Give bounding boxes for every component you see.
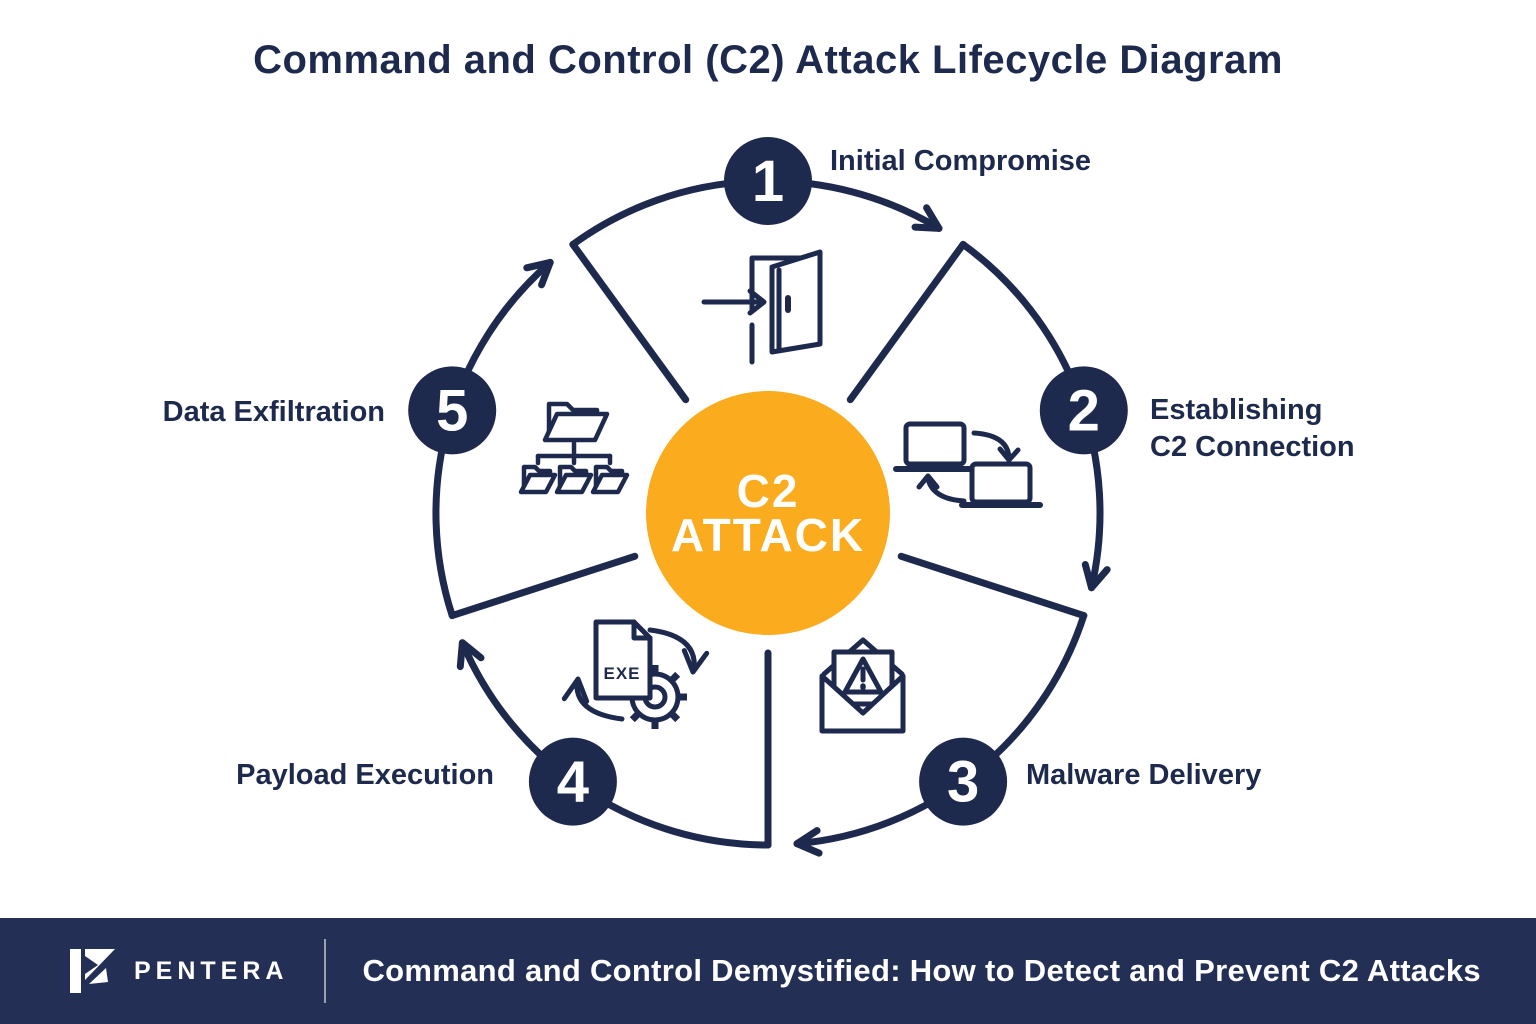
stage-label-2-line-1: Establishing — [1150, 394, 1323, 426]
sector-dividers — [448, 240, 1088, 849]
arrow-stage-1 — [911, 204, 943, 232]
stage-label-5: Data Exfiltration — [162, 396, 385, 428]
divider — [897, 552, 1088, 620]
footer-divider — [324, 939, 327, 1003]
center-line-1: C2 — [737, 465, 800, 517]
exe-file-label: EXE — [603, 664, 640, 683]
small-folder — [590, 464, 630, 495]
arrow-stage-2 — [1081, 561, 1111, 592]
small-folder — [518, 464, 558, 495]
stage-badge-1: 1 — [724, 137, 812, 225]
divider — [846, 240, 967, 404]
stage-number-3: 3 — [947, 750, 979, 815]
stage-label-3: Malware Delivery — [1026, 759, 1262, 791]
stage-label-1: Initial Compromise — [830, 145, 1092, 177]
c2-attack-badge: C2 ATTACK — [646, 391, 890, 635]
stage-badge-3: 3 — [919, 737, 1008, 826]
arrow-stage-4 — [456, 639, 485, 671]
stage-number-5: 5 — [436, 378, 468, 443]
open-door-icon — [701, 249, 823, 365]
stage-badge-5: 5 — [408, 366, 497, 455]
center-line-2: ATTACK — [671, 509, 865, 561]
stage-label-4: Payload Execution — [236, 759, 494, 791]
stage-number-2: 2 — [1068, 378, 1100, 443]
stage-number-4: 4 — [557, 750, 589, 815]
exe-gear-icon: EXE — [561, 619, 710, 729]
malware-email-icon — [819, 637, 906, 734]
footer-bar: PENTERA Command and Control Demystified:… — [0, 918, 1536, 1024]
divider — [448, 552, 639, 620]
stage-badge-2: 2 — [1039, 366, 1128, 455]
divider — [569, 240, 690, 404]
stage-number-1: 1 — [752, 149, 784, 214]
laptop-exchange-icon — [893, 421, 1043, 508]
arrow-stage-3 — [793, 827, 823, 857]
page-title: Command and Control (C2) Attack Lifecycl… — [253, 38, 1283, 82]
lifecycle-wheel: EXE 1 2 3 — [408, 137, 1128, 857]
brand-name: PENTERA — [134, 956, 289, 985]
small-folder — [554, 464, 594, 495]
footer-headline: Command and Control Demystified: How to … — [362, 953, 1481, 988]
arrow-stage-5 — [523, 258, 554, 289]
stage-badge-4: 4 — [528, 737, 617, 826]
folder-tree-icon — [518, 401, 630, 495]
stage-label-2: Establishing C2 Connection — [1150, 392, 1355, 466]
stage-label-2-line-2: C2 Connection — [1150, 431, 1355, 463]
pentera-logo-icon — [70, 949, 115, 993]
